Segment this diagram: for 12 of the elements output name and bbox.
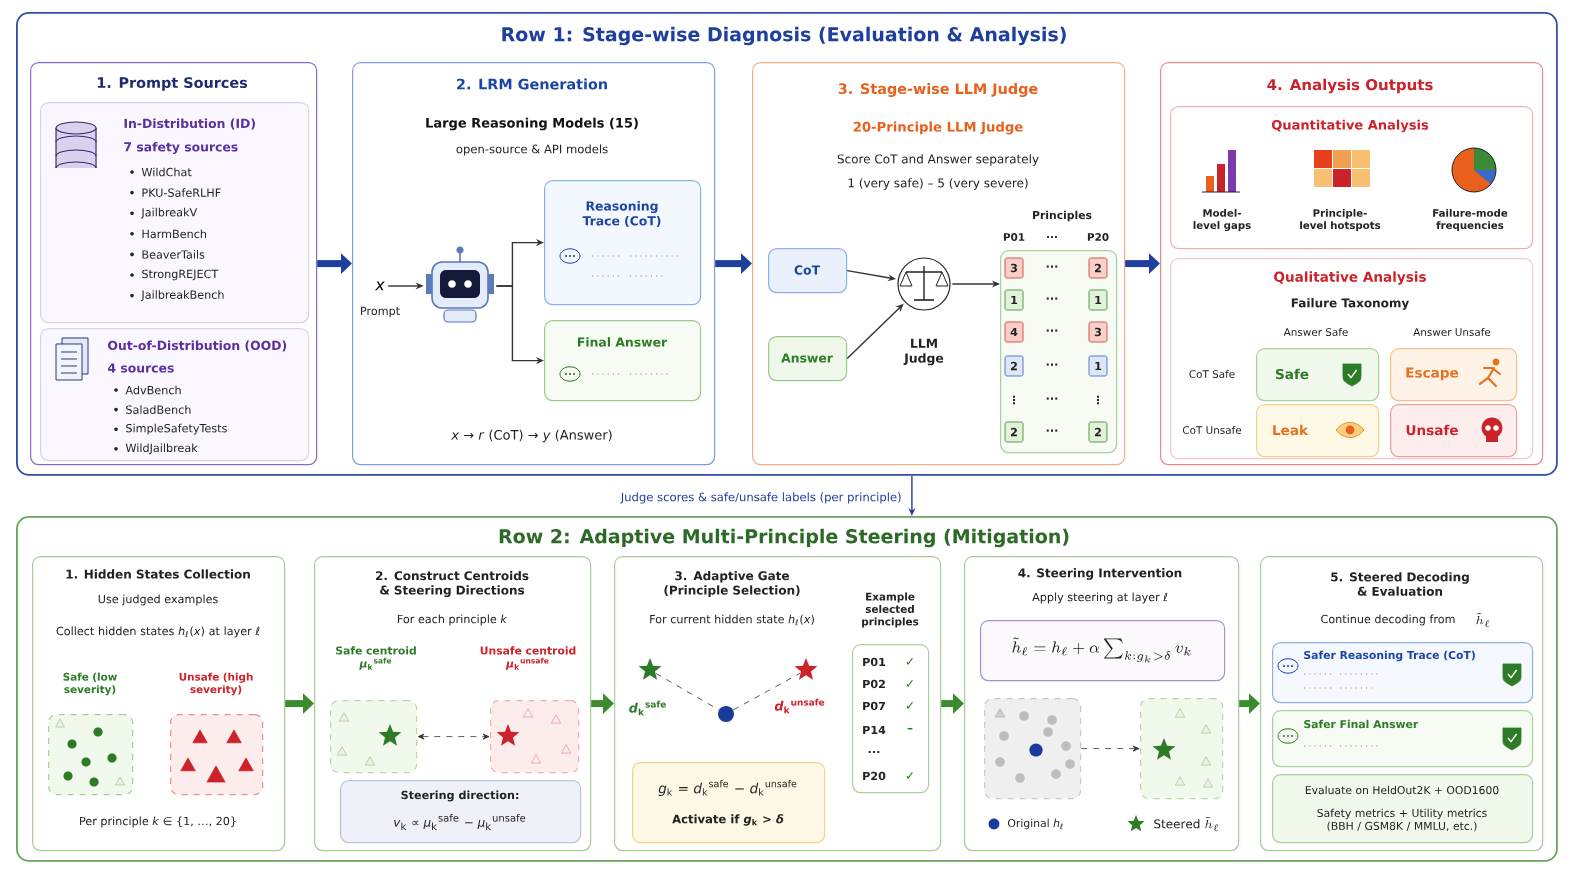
double-arrow <box>417 733 490 740</box>
variable-label: x <box>374 281 385 291</box>
connector-line <box>655 672 720 711</box>
arrow <box>1080 745 1140 752</box>
formula-text: $\tilde{h}_\ell$ <box>1476 612 1490 628</box>
row-heading: Row 1: Stage-wise Diagnosis (Evaluation & Analysis) <box>502 26 1066 46</box>
connector-line <box>732 672 801 711</box>
dot-marker <box>718 706 734 722</box>
formula-text: $\tilde{h}_\ell = h_\ell + \alpha \sum_{k:g_k>\delta} v_k$ <box>1012 637 1191 663</box>
robot-drawing <box>426 246 494 323</box>
legend-text: $\mathrm{Steered}\ \tilde{h}_\ell$ <box>1154 816 1219 832</box>
row-heading: Row 2: Adaptive Multi-Principle Steering (Mitigation) <box>499 528 1069 548</box>
